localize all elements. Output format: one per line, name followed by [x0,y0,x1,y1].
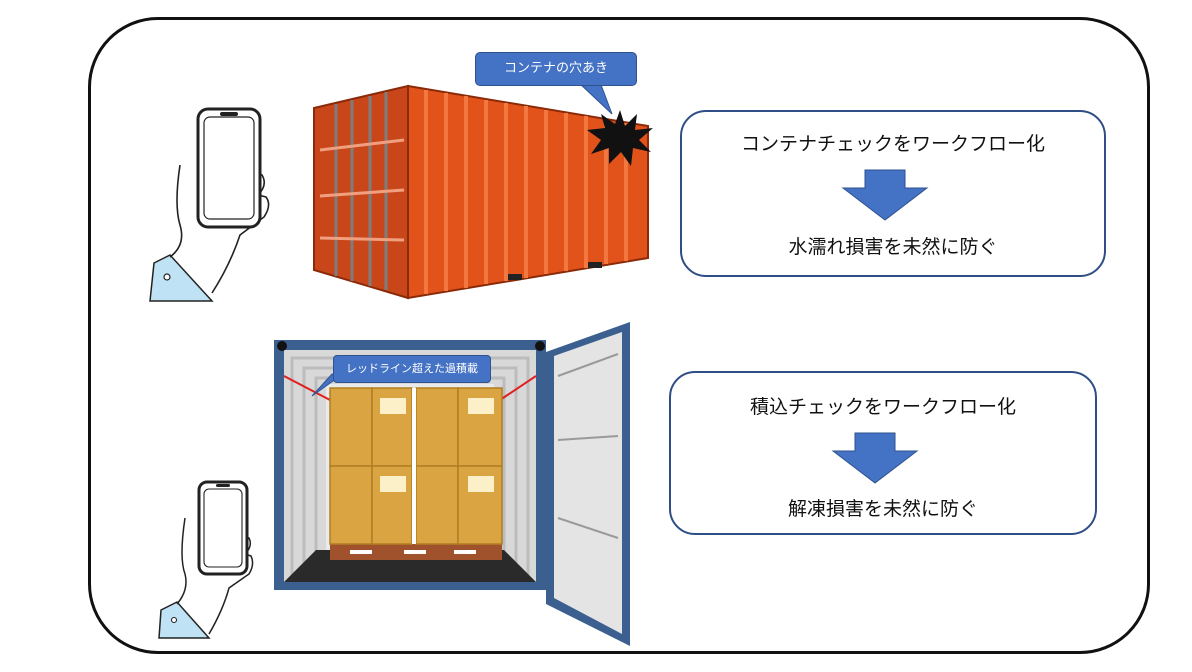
hand-phone-icon-2 [158,480,254,639]
callout-bottom: 積込チェックをワークフロー化 解凍損害を未然に防ぐ [669,371,1097,535]
callout-bottom-heading: 積込チェックをワークフロー化 [749,396,1016,418]
hole-label: コンテナの穴あき [475,52,637,86]
callout-bottom-result: 解凍損害を未然に防ぐ [787,498,978,520]
hand-phone-icon [149,107,270,302]
callout-top-heading: コンテナチェックをワークフロー化 [740,133,1045,155]
damage-burst-icon [587,110,653,166]
callout-top: コンテナチェックをワークフロー化 水濡れ損害を未然に防ぐ [680,110,1106,277]
down-arrow-icon-2 [831,432,919,484]
hole-label-pointer [576,81,613,115]
down-arrow-icon [841,169,929,221]
overload-label: レッドライン超えた過積載 [333,355,491,383]
open-container-icon [274,322,630,646]
callout-top-result: 水濡れ損害を未然に防ぐ [788,236,998,258]
